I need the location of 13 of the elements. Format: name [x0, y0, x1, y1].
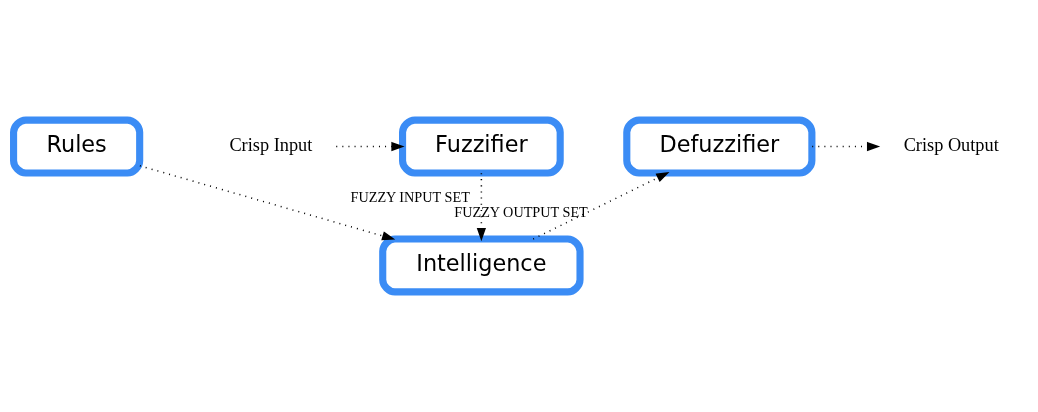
arrow: [811, 141, 881, 152]
node-box: Fuzzifier: [399, 116, 564, 177]
edge-label: FUZZY OUTPUT SET: [454, 204, 588, 221]
arrow: [532, 172, 670, 240]
node-text: Crisp Input: [229, 134, 313, 155]
node-text: Crisp Output: [903, 134, 999, 155]
arrow: [476, 172, 486, 242]
arrow: [335, 141, 405, 152]
edge-label: FUZZY INPUT SET: [350, 189, 470, 206]
node-box: Intelligence: [379, 235, 584, 296]
node-box: Rules: [10, 116, 144, 177]
node-box: Defuzzifier: [623, 116, 816, 177]
arrow: [139, 165, 396, 241]
